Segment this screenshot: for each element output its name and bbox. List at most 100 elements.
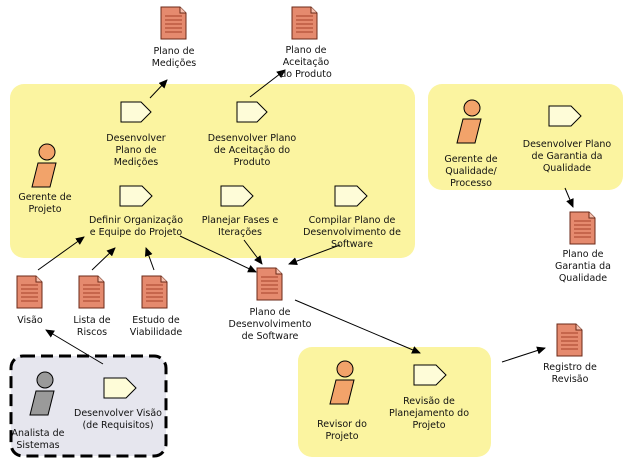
label-line: Planejar Fases e: [202, 215, 279, 226]
activity-icon: [334, 185, 368, 207]
worker-icon: [329, 360, 355, 405]
label-line: Garantia da: [555, 261, 611, 272]
arrow-revisao-registro: [501, 346, 546, 363]
arrow-activity-medicoes: [149, 79, 168, 99]
label-line: Qualidade: [543, 163, 591, 174]
label-line: Viabilidade: [130, 327, 183, 338]
arrow-visao-req-visao: [45, 329, 104, 365]
label-line: de Garantia da: [532, 151, 603, 162]
artifact-visao[interactable]: Visão: [16, 275, 43, 326]
label-line: Sistemas: [16, 440, 59, 451]
label-line: Desenvolver Plano: [523, 139, 612, 150]
label-line: Revisão: [552, 374, 589, 385]
activity-label: Desenvolver Visão(de Requisitos): [74, 408, 162, 431]
label-line: Medições: [114, 157, 159, 168]
arrow-viabilidade-definir: [144, 247, 155, 271]
label-line: Compilar Plano de: [309, 215, 396, 226]
document-icon: [78, 275, 105, 309]
label-line: Estudo de: [132, 315, 180, 326]
activity-icon: [236, 101, 268, 123]
label-line: Riscos: [77, 327, 107, 338]
artifact-label: Visão: [17, 315, 43, 326]
arrow-plano-revisao: [294, 299, 421, 354]
label-line: Gerente de: [444, 154, 497, 165]
label-line: Analista de: [11, 428, 64, 439]
arrow-compilar-plano: [288, 244, 341, 265]
label-line: Lista de: [73, 315, 110, 326]
label-line: Projeto: [28, 204, 61, 215]
label-line: Projeto: [412, 420, 445, 431]
document-icon: [569, 211, 596, 245]
worker-icon: [456, 99, 482, 144]
label-line: Plano de: [154, 46, 195, 57]
activity-icon: [548, 105, 582, 127]
label-line: Qualidade/: [445, 166, 497, 177]
arrow-visao-definir: [37, 236, 85, 271]
document-icon: [16, 275, 43, 309]
label-line: Plano de: [250, 307, 291, 318]
label-line: Software: [331, 239, 373, 250]
region-planning: [10, 84, 415, 258]
label-line: Revisão de: [403, 396, 455, 407]
label-line: Definir Organização: [89, 215, 183, 226]
label-line: Visão: [17, 315, 43, 326]
label-line: (de Requisitos): [82, 420, 153, 431]
document-icon: [556, 323, 583, 357]
arrow-definir-plano: [179, 235, 257, 273]
label-line: Desenvolvimento de: [303, 227, 401, 238]
label-line: Plano de: [286, 45, 327, 56]
activity-icon: [120, 101, 152, 123]
label-line: Projeto: [325, 431, 358, 442]
activity-desenvolver-visao[interactable]: Desenvolver Visão(de Requisitos): [74, 377, 162, 431]
label-line: Desenvolver: [106, 133, 166, 144]
label-line: Processo: [450, 178, 492, 189]
label-line: de Aceitação do: [214, 145, 290, 156]
label-line: Plano de: [563, 249, 604, 260]
label-line: Medições: [152, 58, 197, 69]
arrow-riscos-definir: [91, 247, 116, 271]
arrow-garantia-artifact: [564, 187, 574, 208]
label-line: Desenvolver Visão: [74, 408, 162, 419]
worker-icon: [29, 371, 55, 416]
arrow-planejar-plano: [243, 239, 263, 265]
document-icon: [256, 267, 283, 301]
label-line: de Software: [242, 331, 299, 342]
activity-icon: [413, 364, 447, 386]
label-line: Plano de: [116, 145, 157, 156]
document-icon: [141, 275, 168, 309]
label-line: Registro de: [543, 362, 597, 373]
